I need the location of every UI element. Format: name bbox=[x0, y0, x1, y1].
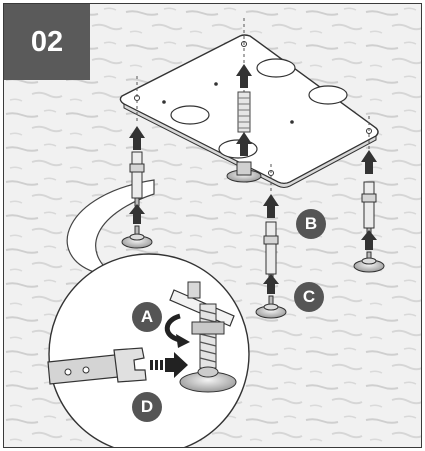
callout-a: A bbox=[132, 302, 162, 332]
callout-b: B bbox=[296, 209, 326, 239]
callout-c: C bbox=[294, 282, 324, 312]
instruction-panel: 02 B C A D bbox=[3, 3, 422, 448]
step-number-badge: 02 bbox=[4, 4, 90, 80]
callout-d: D bbox=[132, 392, 162, 422]
plate-hole bbox=[309, 86, 347, 104]
plate-hole bbox=[257, 59, 295, 77]
plate-hole bbox=[171, 106, 209, 124]
